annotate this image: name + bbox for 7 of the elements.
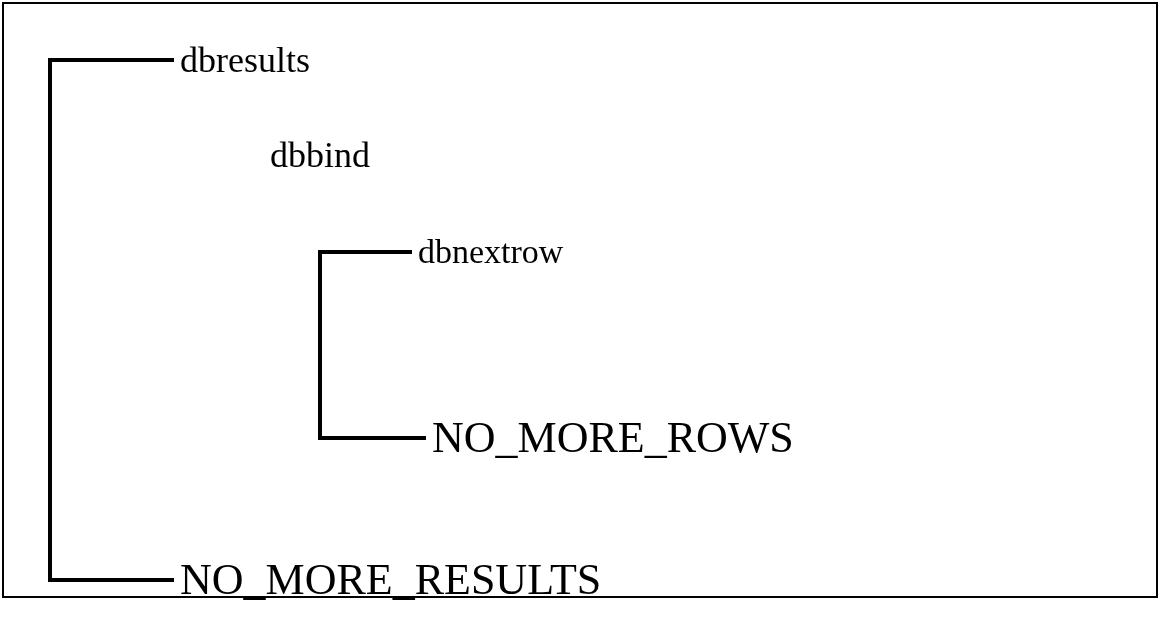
function-name: dbbind	[270, 137, 370, 173]
node-text: NO_MORE_RESULTS	[180, 558, 602, 602]
node-text: dbresults	[180, 42, 310, 78]
bracket-connector	[48, 58, 174, 582]
node-text: dbnextrow	[418, 235, 564, 269]
bracket-connector	[318, 250, 426, 440]
node-text: NO_MORE_ROWS	[432, 416, 794, 460]
